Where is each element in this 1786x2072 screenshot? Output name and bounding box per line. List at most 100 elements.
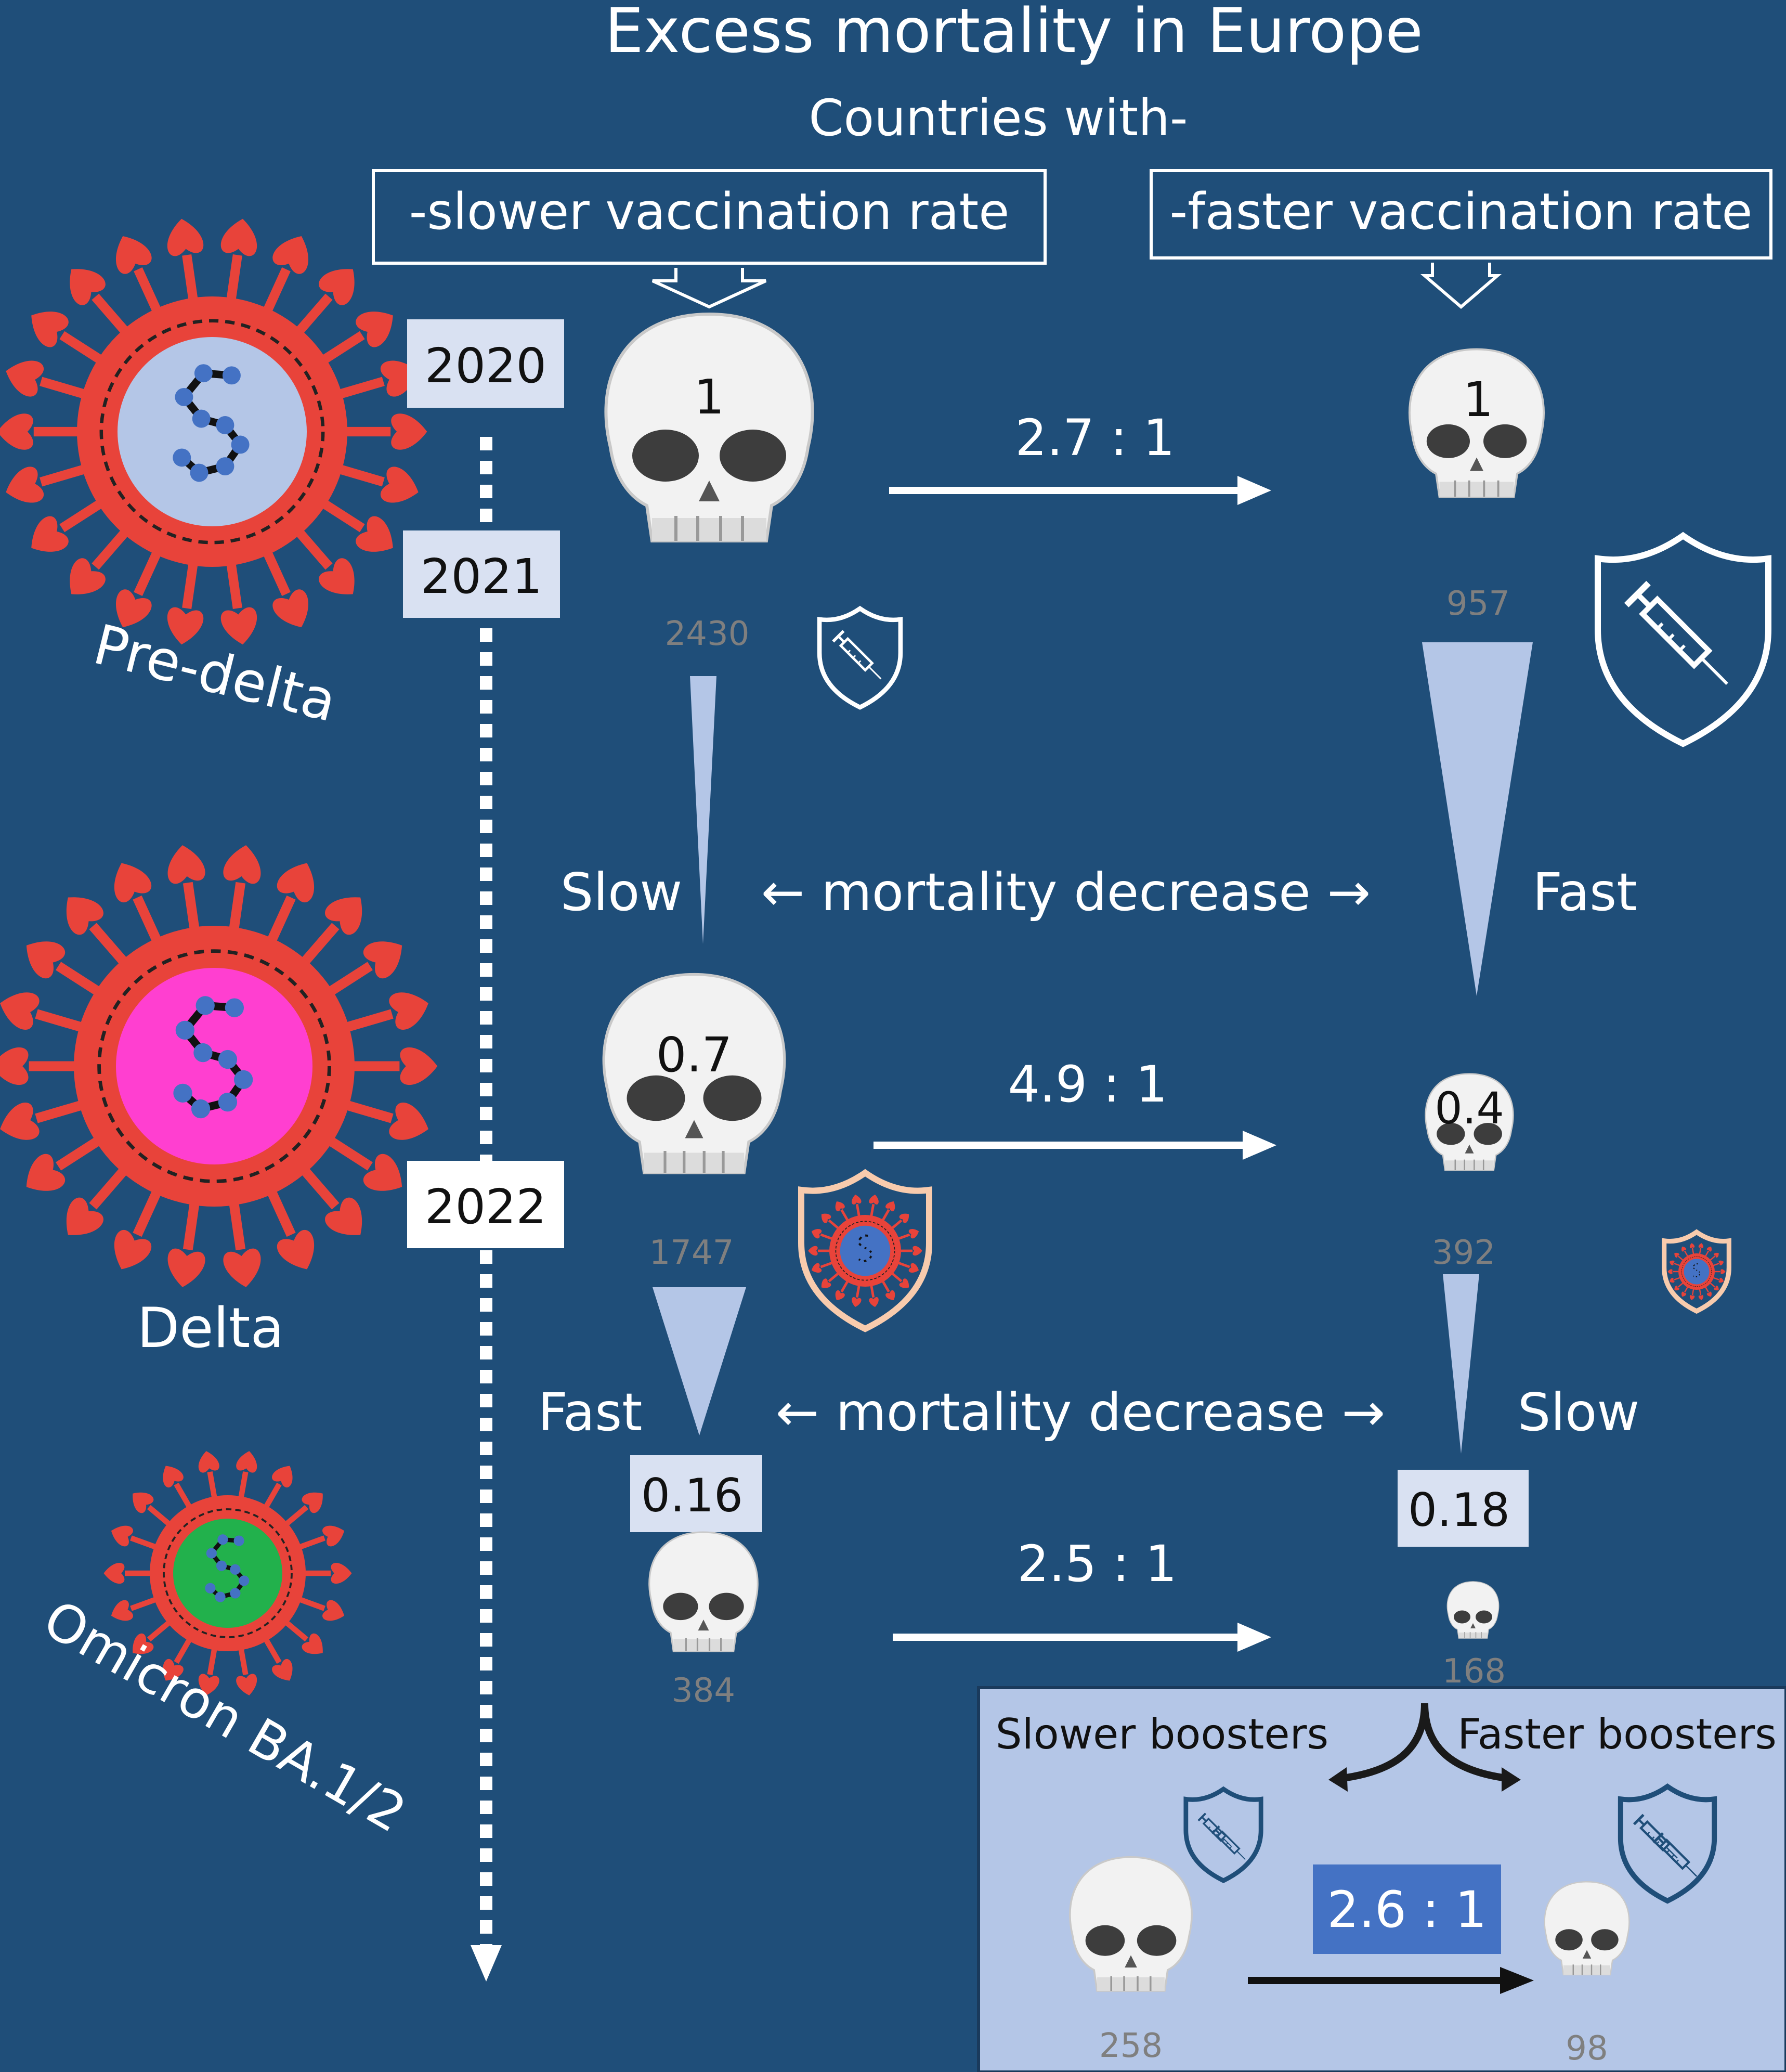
- decrease1-right-label: Fast: [1533, 862, 1637, 923]
- spike-stem: [870, 1203, 875, 1218]
- spike-stem: [896, 1233, 910, 1240]
- spike-stem: [323, 1134, 373, 1171]
- spike-head: [70, 269, 106, 305]
- slower-down-arrow-icon: [651, 268, 767, 309]
- rna-bead: [1693, 1276, 1696, 1278]
- decrease2-middle-label: ← mortality decrease →: [776, 1382, 1385, 1443]
- spike-stem: [296, 1535, 325, 1551]
- spike-stem: [297, 1163, 340, 1210]
- spike-stem: [133, 1185, 164, 1237]
- svg-text:2022: 2022: [425, 1179, 546, 1235]
- faster-boosters-count: 98: [1566, 2029, 1608, 2068]
- spike-head: [1698, 1295, 1704, 1300]
- spike-stem: [341, 1009, 394, 1033]
- predelta-slower-index: 1: [694, 369, 725, 425]
- slower-boosters-count: 258: [1099, 2027, 1163, 2065]
- spike-head: [133, 1492, 154, 1513]
- rna-bead: [870, 1251, 875, 1257]
- spike-head: [319, 558, 355, 594]
- spike-stem: [228, 1197, 246, 1251]
- spike-head: [899, 1278, 909, 1288]
- rna-bead: [854, 1255, 860, 1260]
- spike-head: [220, 218, 257, 256]
- spike-head: [852, 1297, 862, 1307]
- virus-core: [116, 968, 312, 1164]
- spike-stem: [820, 1233, 834, 1240]
- spike-head: [389, 992, 428, 1030]
- spike-head: [277, 863, 315, 902]
- spike-head: [1706, 1291, 1712, 1297]
- booster-panel: Slower boosters Faster boosters 258 98 2…: [977, 1686, 1786, 2072]
- spike-stem: [292, 525, 333, 570]
- spike-stem: [896, 1261, 910, 1268]
- spike-head: [70, 558, 106, 594]
- spike-stem: [265, 1185, 296, 1237]
- rna-bead: [1697, 1269, 1700, 1272]
- spike-stem: [1704, 1286, 1710, 1293]
- spike-head: [1674, 1252, 1679, 1258]
- spike-stem: [89, 1163, 131, 1210]
- faster-down-arrow-icon: [1420, 263, 1502, 309]
- omicron-slower-index-badge: 0.16: [630, 1455, 762, 1532]
- rna-bead: [173, 1083, 192, 1103]
- rna-bead: [1691, 1274, 1694, 1277]
- spike-head: [400, 1047, 438, 1085]
- spike-head: [1689, 1295, 1695, 1300]
- spike-stem: [35, 1009, 88, 1033]
- predelta-faster-index: 1: [1463, 372, 1494, 428]
- rna-bead: [192, 409, 211, 428]
- spike-head: [272, 236, 309, 274]
- spike-stem: [130, 1535, 159, 1551]
- spike-head: [1689, 1243, 1695, 1248]
- spike-head: [114, 1230, 152, 1270]
- spike-head: [167, 845, 205, 884]
- spike-head: [869, 1297, 879, 1307]
- spike-stem: [238, 1471, 249, 1501]
- spike-stem: [261, 546, 291, 596]
- omicron-slower-count: 384: [672, 1672, 735, 1710]
- spike-stem: [297, 923, 340, 969]
- spike-head: [811, 1263, 822, 1273]
- spike-head: [1698, 1243, 1704, 1248]
- small-infection-shield-icon: [1664, 1232, 1729, 1311]
- spike-stem: [228, 882, 246, 935]
- virus-membrane: [163, 1508, 293, 1638]
- spike-head: [223, 1248, 261, 1287]
- spike-stem: [317, 331, 365, 367]
- spike-head: [236, 1451, 257, 1473]
- delta-slower-count: 1747: [649, 1234, 734, 1272]
- spike-head: [66, 1197, 103, 1235]
- spike-head: [356, 312, 393, 347]
- rna-bead: [868, 1233, 873, 1238]
- spike-head: [319, 269, 355, 305]
- omicron-ratio-arrowhead-icon: [1237, 1623, 1271, 1652]
- spike-head: [1714, 1252, 1719, 1258]
- spike-stem: [1712, 1263, 1719, 1266]
- spike-head: [115, 236, 152, 274]
- spike-head: [363, 1154, 402, 1191]
- spike-stem: [1674, 1263, 1681, 1266]
- spike-stem: [881, 1279, 890, 1293]
- spike-head: [325, 897, 362, 935]
- spike-head: [26, 1154, 66, 1191]
- spike-stem: [182, 254, 199, 305]
- rna-bead: [191, 1099, 211, 1119]
- rna-bead: [1691, 1265, 1694, 1268]
- spike-stem: [341, 1099, 394, 1123]
- delta-virus-icon: [0, 845, 438, 1287]
- predelta-virus-icon: [0, 218, 427, 645]
- decrease2-left-label: Fast: [538, 1382, 643, 1443]
- virus-core: [173, 1519, 282, 1628]
- year-2021-badge: 2021: [403, 530, 560, 618]
- slower-boosters-label: Slower boosters: [996, 1710, 1328, 1758]
- rna-bead: [860, 1233, 866, 1238]
- spike-head: [277, 1230, 315, 1270]
- spike-head: [167, 218, 204, 256]
- omicron-faster-count: 168: [1442, 1652, 1506, 1691]
- svg-text:2021: 2021: [421, 549, 542, 604]
- svg-text:0.18: 0.18: [1408, 1483, 1510, 1537]
- rna-bead: [859, 1259, 865, 1264]
- spike-stem: [820, 1261, 834, 1268]
- spike-head: [6, 360, 44, 397]
- spike-head: [1706, 1246, 1712, 1252]
